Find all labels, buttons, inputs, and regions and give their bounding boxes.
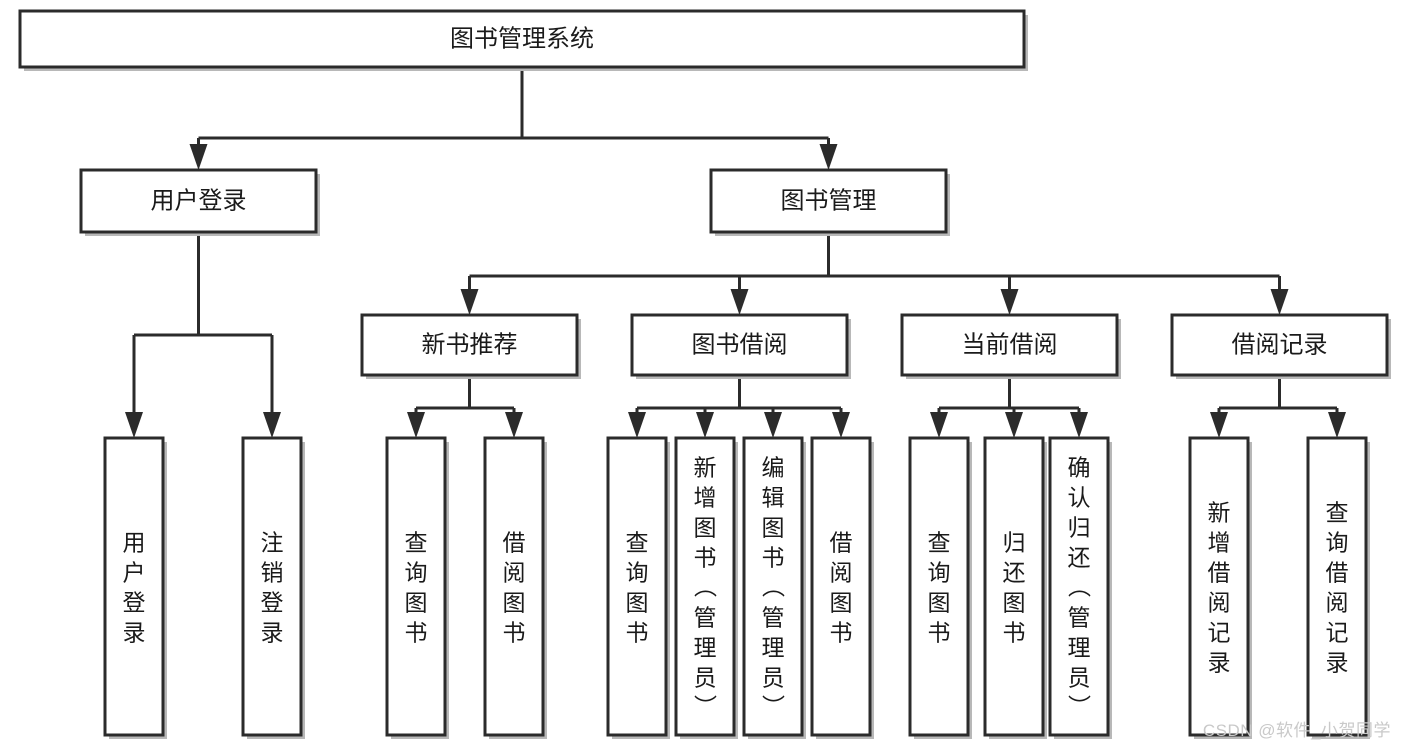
node-label: 借阅记录 — [1232, 331, 1328, 358]
node-label: 归还图书 — [1003, 530, 1026, 646]
node-leaf-borrow-book[interactable]: 借阅图书 — [810, 436, 874, 739]
node-current-borrow[interactable]: 当前借阅 — [900, 313, 1121, 379]
node-borrow-record[interactable]: 借阅记录 — [1170, 313, 1391, 379]
node-label: 编辑图书（管理员） — [762, 455, 786, 721]
node-label: 确认归还（管理员） — [1068, 455, 1092, 721]
node-leaf-user-login[interactable]: 用户登录 — [103, 436, 167, 739]
node-leaf-return-book[interactable]: 归还图书 — [983, 436, 1047, 739]
node-label: 新增图书（管理员） — [694, 455, 718, 721]
node-leaf-confirm-return[interactable]: 确认归还（管理员） — [1048, 436, 1112, 739]
node-label: 用户登录 — [123, 530, 146, 646]
node-leaf-query-book-rec[interactable]: 查询图书 — [385, 436, 449, 739]
watermark-text: CSDN @软件_小贺同学 — [1202, 721, 1391, 740]
node-label: 新增借阅记录 — [1208, 500, 1231, 676]
node-label: 当前借阅 — [962, 331, 1058, 358]
node-leaf-borrow-book-rec[interactable]: 借阅图书 — [483, 436, 547, 739]
node-book-management[interactable]: 图书管理 — [709, 168, 950, 236]
node-label: 图书管理 — [781, 187, 877, 214]
node-book-borrow[interactable]: 图书借阅 — [630, 313, 851, 379]
connector-lines — [125, 67, 1346, 438]
node-leaf-query-book-borrow[interactable]: 查询图书 — [606, 436, 670, 739]
node-boxes: 图书管理系统用户登录图书管理新书推荐图书借阅当前借阅借阅记录用户登录注销登录查询… — [18, 9, 1391, 739]
node-label: 新书推荐 — [422, 331, 518, 358]
node-leaf-add-book-admin[interactable]: 新增图书（管理员） — [674, 436, 738, 739]
node-user-login[interactable]: 用户登录 — [79, 168, 320, 236]
node-label: 图书管理系统 — [450, 25, 594, 52]
node-leaf-query-book-current[interactable]: 查询图书 — [908, 436, 972, 739]
node-label: 借阅图书 — [830, 530, 853, 646]
node-label: 查询图书 — [626, 530, 649, 646]
node-label: 注销登录 — [261, 530, 284, 646]
node-label: 查询借阅记录 — [1326, 500, 1349, 676]
node-leaf-edit-book-admin[interactable]: 编辑图书（管理员） — [742, 436, 806, 739]
node-root[interactable]: 图书管理系统 — [18, 9, 1028, 71]
node-new-book-recommend[interactable]: 新书推荐 — [360, 313, 581, 379]
node-leaf-logout-login[interactable]: 注销登录 — [241, 436, 305, 739]
node-leaf-add-borrow-record[interactable]: 新增借阅记录 — [1188, 436, 1252, 739]
node-label: 查询图书 — [405, 530, 428, 646]
node-label: 查询图书 — [928, 530, 951, 646]
node-label: 图书借阅 — [692, 331, 788, 358]
node-label: 借阅图书 — [503, 530, 526, 646]
node-leaf-query-borrow-record[interactable]: 查询借阅记录 — [1306, 436, 1370, 739]
node-label: 用户登录 — [151, 187, 247, 214]
